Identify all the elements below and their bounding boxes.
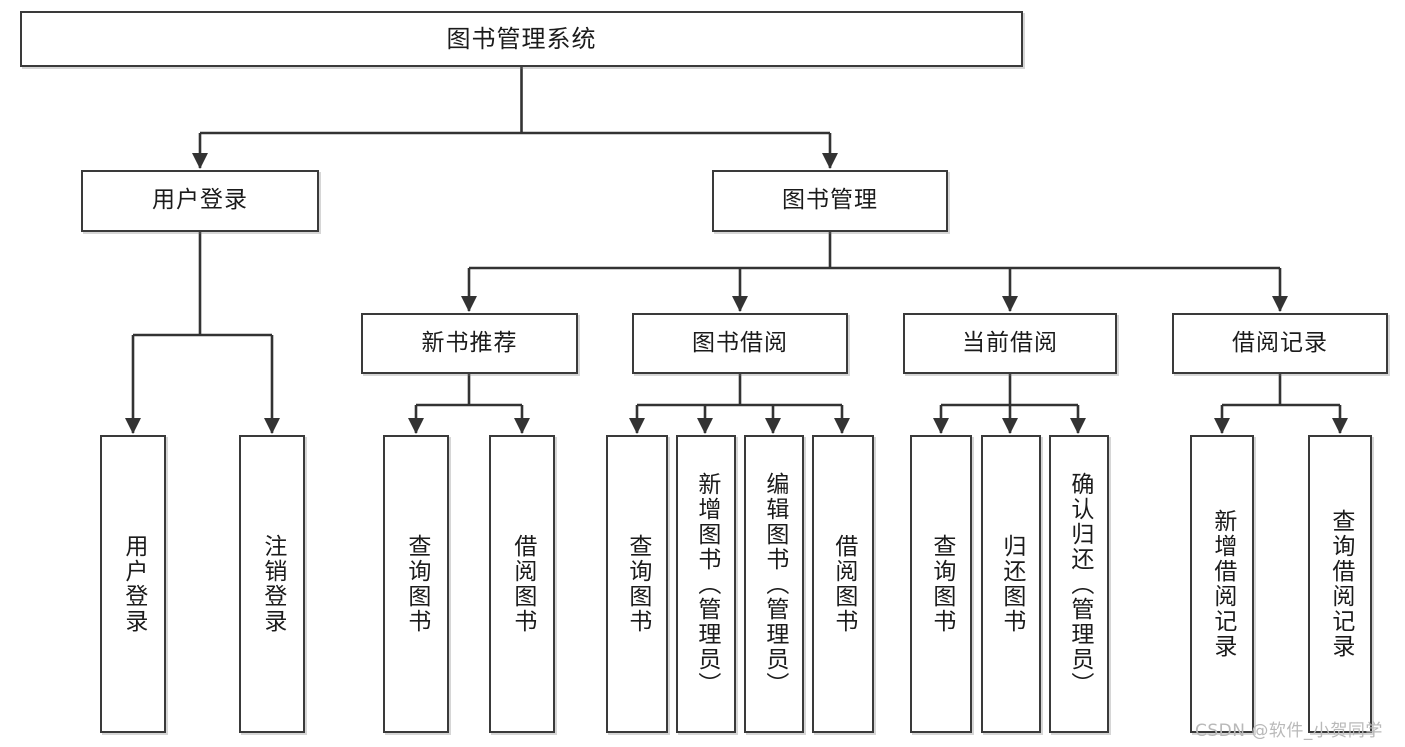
leaf-borrow-book-borrowing[interactable]: 借阅图书 xyxy=(812,435,874,733)
leaf-add-book-admin[interactable]: 新增图书（管理员） xyxy=(676,435,736,733)
node-book-borrowing[interactable]: 图书借阅 xyxy=(632,313,848,374)
leaf-user-login[interactable]: 用户登录 xyxy=(100,435,166,733)
leaf-edit-book-admin[interactable]: 编辑图书（管理员） xyxy=(744,435,804,733)
leaf-query-book-new-book[interactable]: 查询图书 xyxy=(383,435,449,733)
node-user-login[interactable]: 用户登录 xyxy=(81,170,319,232)
node-borrowing-record[interactable]: 借阅记录 xyxy=(1172,313,1388,374)
leaf-return-book[interactable]: 归还图书 xyxy=(981,435,1041,733)
leaf-query-book-borrowing[interactable]: 查询图书 xyxy=(606,435,668,733)
leaf-logout-login[interactable]: 注销登录 xyxy=(239,435,305,733)
leaf-query-book-current[interactable]: 查询图书 xyxy=(910,435,972,733)
leaf-borrow-book-new-book[interactable]: 借阅图书 xyxy=(489,435,555,733)
node-root-book-management-system[interactable]: 图书管理系统 xyxy=(20,11,1023,67)
node-new-book-recommendation[interactable]: 新书推荐 xyxy=(361,313,578,374)
csdn-watermark: CSDN @软件_小贺同学 xyxy=(1195,721,1383,741)
leaf-add-borrowing-record[interactable]: 新增借阅记录 xyxy=(1190,435,1254,733)
leaf-query-borrowing-record[interactable]: 查询借阅记录 xyxy=(1308,435,1372,733)
node-book-management[interactable]: 图书管理 xyxy=(712,170,948,232)
node-current-borrowing[interactable]: 当前借阅 xyxy=(903,313,1117,374)
leaf-confirm-return-admin[interactable]: 确认归还（管理员） xyxy=(1049,435,1109,733)
